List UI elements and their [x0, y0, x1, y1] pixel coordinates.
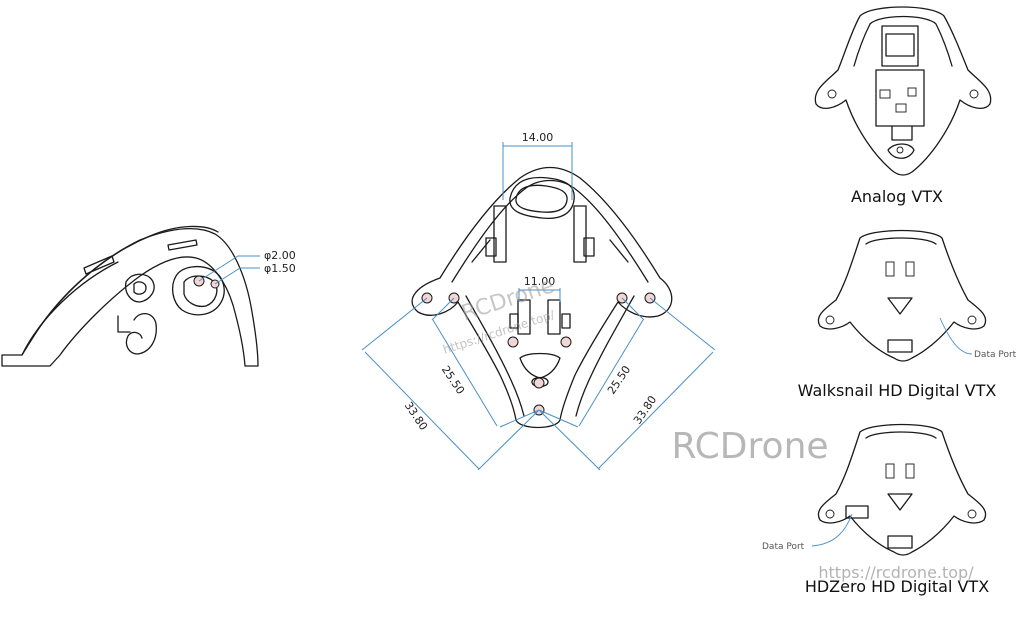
hdzero-port-label: Data Port [762, 542, 805, 552]
dim-left-inner: 25.50 [439, 363, 467, 396]
watermark-url-bottom: https://rcdrone.top/ [818, 563, 974, 582]
dim-inner-width: 11.00 [524, 275, 556, 288]
dim-right-inner: 25.50 [605, 363, 633, 396]
hole-center-left-icon [507, 336, 519, 348]
side-view: φ2.00 φ1.50 [1, 225, 296, 367]
dim-phi-outer: φ2.00 [264, 249, 296, 262]
walksnail-port-label: Data Port [974, 350, 1017, 360]
hole-center-mid-icon [533, 377, 545, 389]
analog-vtx-view: Analog VTX [814, 6, 992, 206]
dim-top-width: 14.00 [522, 131, 554, 144]
caption-analog: Analog VTX [851, 187, 943, 206]
caption-walksnail: Walksnail HD Digital VTX [798, 381, 997, 400]
watermark-brand-right: RCDrone [671, 426, 828, 467]
dim-left-outer: 33.80 [402, 399, 430, 432]
hole-center-right-icon [560, 336, 572, 348]
walksnail-vtx-view: Data Port Walksnail HD Digital VTX [798, 229, 1017, 400]
hdzero-vtx-view: Data Port HDZero HD Digital VTX [762, 423, 989, 596]
dim-phi-inner: φ1.50 [264, 262, 296, 275]
caption-hdzero: HDZero HD Digital VTX [805, 577, 989, 596]
